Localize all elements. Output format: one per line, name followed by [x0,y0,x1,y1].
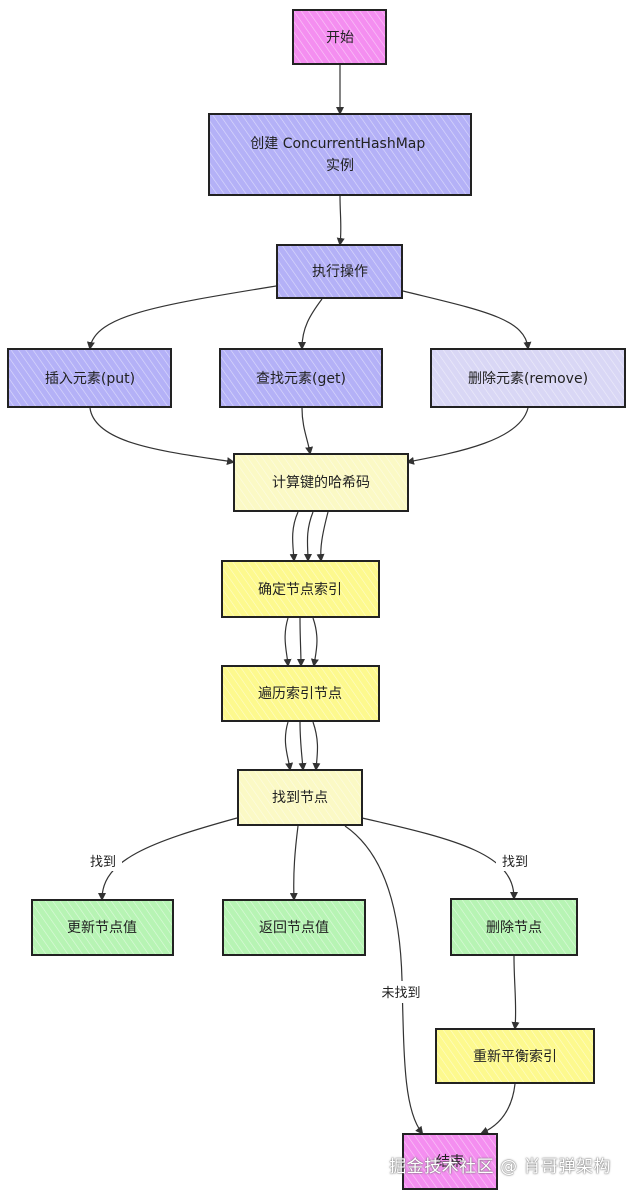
node-hash: 计算键的哈希码 [233,453,409,512]
edge-create-execute [336,195,345,246]
node-update-label: 更新节点值 [67,920,137,936]
node-create-line2: 实例 [326,158,354,174]
edge-delete-hash [406,407,529,465]
node-create: 创建 ConcurrentHashMap 实例 [208,113,472,196]
edge-hash-index-3 [316,511,329,562]
edge-index-traverse-2 [296,617,305,667]
watermark: 掘金技术社区 @ 肖哥弹架构 [389,1157,611,1177]
node-hash-label: 计算键的哈希码 [272,475,370,491]
edge-execute-delete [402,290,532,350]
node-delete-node: 删除节点 [450,898,578,956]
node-index-label: 确定节点索引 [258,581,342,598]
edge-labels: 找到 找到 未找到 [84,851,534,1003]
node-start-label: 开始 [326,30,354,46]
edge-found-return [289,825,299,901]
node-insert: 插入元素(put) [7,348,172,408]
node-delete-element: 删除元素(remove) [430,348,626,408]
edge-traverse-found-2 [298,721,307,771]
edge-found-update [98,817,238,901]
node-execute: 执行操作 [276,244,403,299]
edge-insert-hash [89,407,235,466]
node-rebalance-label: 重新平衡索引 [473,1048,557,1065]
edge-found-deletenode [361,817,518,900]
node-delete-element-label: 删除元素(remove) [468,371,588,387]
node-end-label: 结束 [436,1154,464,1170]
edge-traverse-found-1 [284,721,294,771]
node-rebalance: 重新平衡索引 [435,1028,595,1084]
edge-hash-index-2 [303,511,314,562]
edge-label-found-right: 找到 [502,855,528,870]
node-index: 确定节点索引 [221,560,380,618]
edge-lookup-hash [301,407,314,455]
node-create-line1: 创建 ConcurrentHashMap [250,136,425,152]
edge-index-traverse-3 [310,617,319,667]
node-end: 结束 [402,1133,498,1190]
node-traverse: 遍历索引节点 [221,665,380,722]
edge-found-end [344,825,424,1135]
edge-traverse-found-3 [312,721,321,771]
edges [86,64,532,1135]
edge-execute-insert [86,285,277,350]
node-update: 更新节点值 [31,899,174,956]
node-lookup: 查找元素(get) [219,348,383,408]
node-insert-label: 插入元素(put) [45,371,135,387]
node-found: 找到节点 [237,769,363,826]
node-execute-label: 执行操作 [312,264,368,280]
edge-execute-lookup [298,298,323,350]
edge-label-found-left: 找到 [90,855,116,870]
edge-hash-index-1 [289,511,299,562]
node-found-label: 找到节点 [272,790,328,806]
edge-index-traverse-1 [283,617,292,667]
node-delete-node-label: 删除节点 [486,920,542,936]
edge-label-not-found: 未找到 [381,986,420,1001]
node-traverse-label: 遍历索引节点 [258,685,342,702]
node-create-label: 创建 ConcurrentHashMap 实例 [250,136,429,174]
edge-deletenode-rebalance [511,955,520,1030]
node-start: 开始 [292,9,387,65]
node-return: 返回节点值 [222,899,366,956]
node-return-label: 返回节点值 [259,920,329,936]
edge-rebalance-end [480,1083,516,1135]
node-lookup-label: 查找元素(get) [256,371,346,387]
